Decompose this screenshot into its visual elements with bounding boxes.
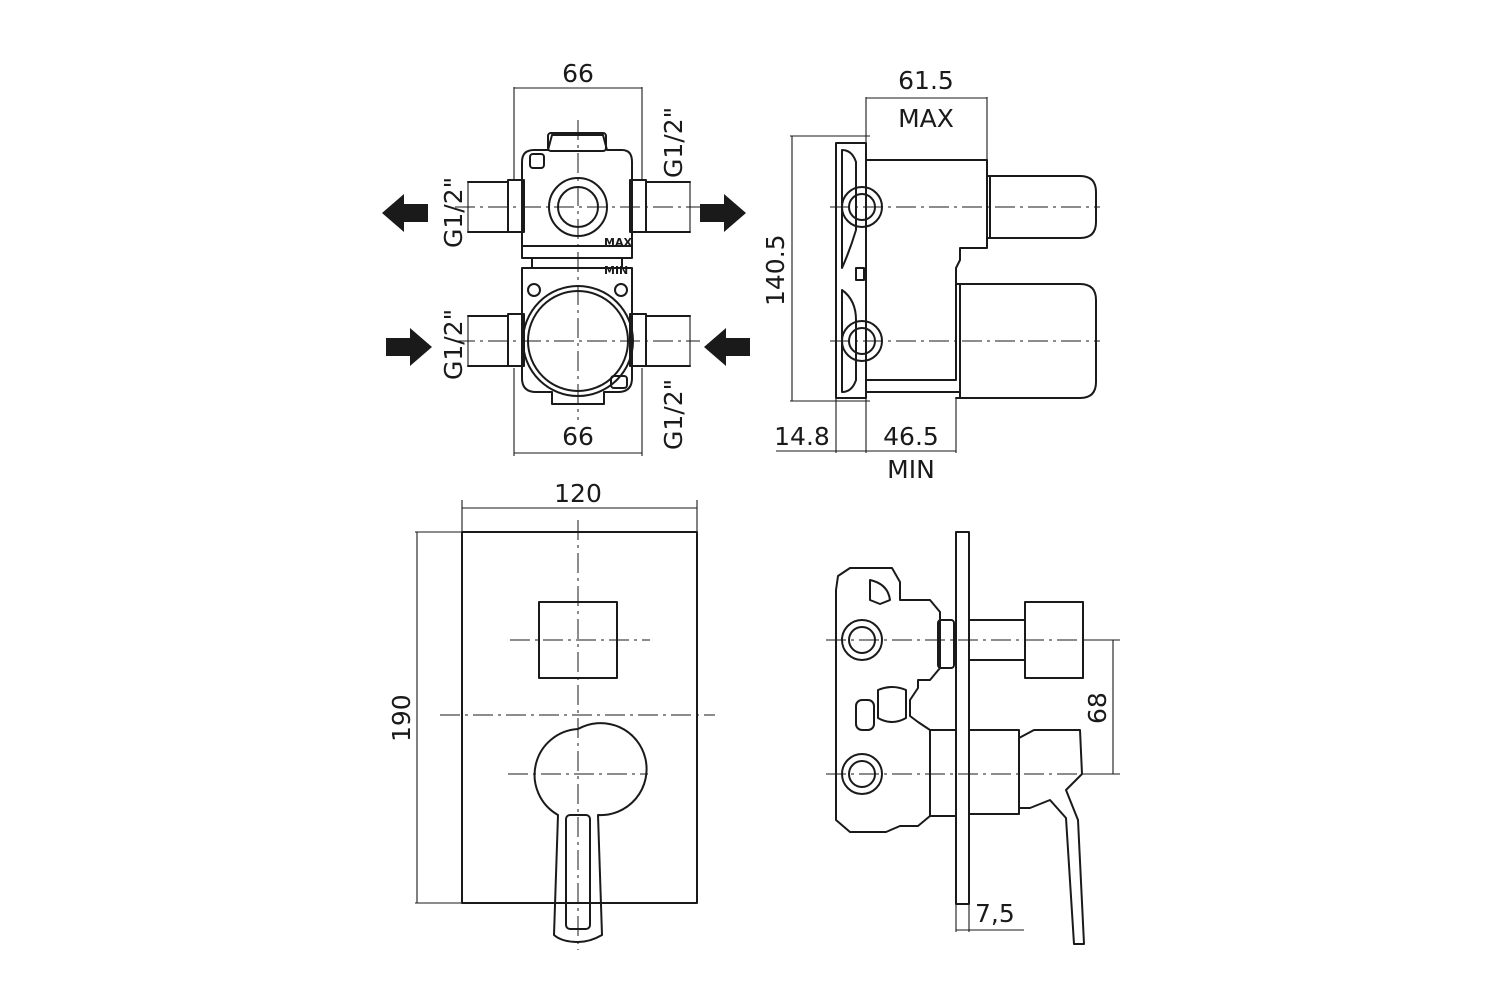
dim-plate-thickness: 7,5 xyxy=(975,899,1015,928)
label-min: MIN xyxy=(604,264,628,277)
dim-depth-max: 61.5 xyxy=(898,66,954,95)
outlet-arrow-left-icon xyxy=(382,194,428,232)
dim-width-bottom: 66 xyxy=(562,422,594,451)
outlet-arrow-right-icon xyxy=(700,194,746,232)
dim-offset: 14.8 xyxy=(774,422,830,451)
plate-edge xyxy=(955,531,970,905)
inlet-arrow-left-icon xyxy=(386,328,432,366)
front-view: 66 MAX MIN xyxy=(382,59,750,456)
dim-height: 140.5 xyxy=(761,234,790,306)
dim-plate-height: 190 xyxy=(387,694,416,742)
port-left-lower: G1/2" xyxy=(439,309,468,380)
dim-spacing: 68 xyxy=(1083,692,1112,724)
dim-width-top: 66 xyxy=(562,59,594,88)
lever-handle xyxy=(533,722,648,943)
port-left-upper: G1/2" xyxy=(439,177,468,248)
port-bottom-right: G1/2" xyxy=(659,379,688,450)
label-max: MAX xyxy=(604,236,632,249)
cover-plate xyxy=(461,531,698,904)
dim-plate-width: 120 xyxy=(554,479,602,508)
dim-depth-min: 46.5 xyxy=(883,422,939,451)
port-top-right: G1/2" xyxy=(659,107,688,178)
side-view: 61.5 MAX 140.5 14.8 46.5 MIN xyxy=(761,66,1100,484)
dim-depth-min-label: MIN xyxy=(887,455,935,484)
plate-view: 120 190 xyxy=(387,479,715,950)
installed-side-view: 68 7,5 xyxy=(826,531,1120,945)
inlet-arrow-right-icon xyxy=(704,328,750,366)
dim-depth-max-label: MAX xyxy=(898,104,954,133)
